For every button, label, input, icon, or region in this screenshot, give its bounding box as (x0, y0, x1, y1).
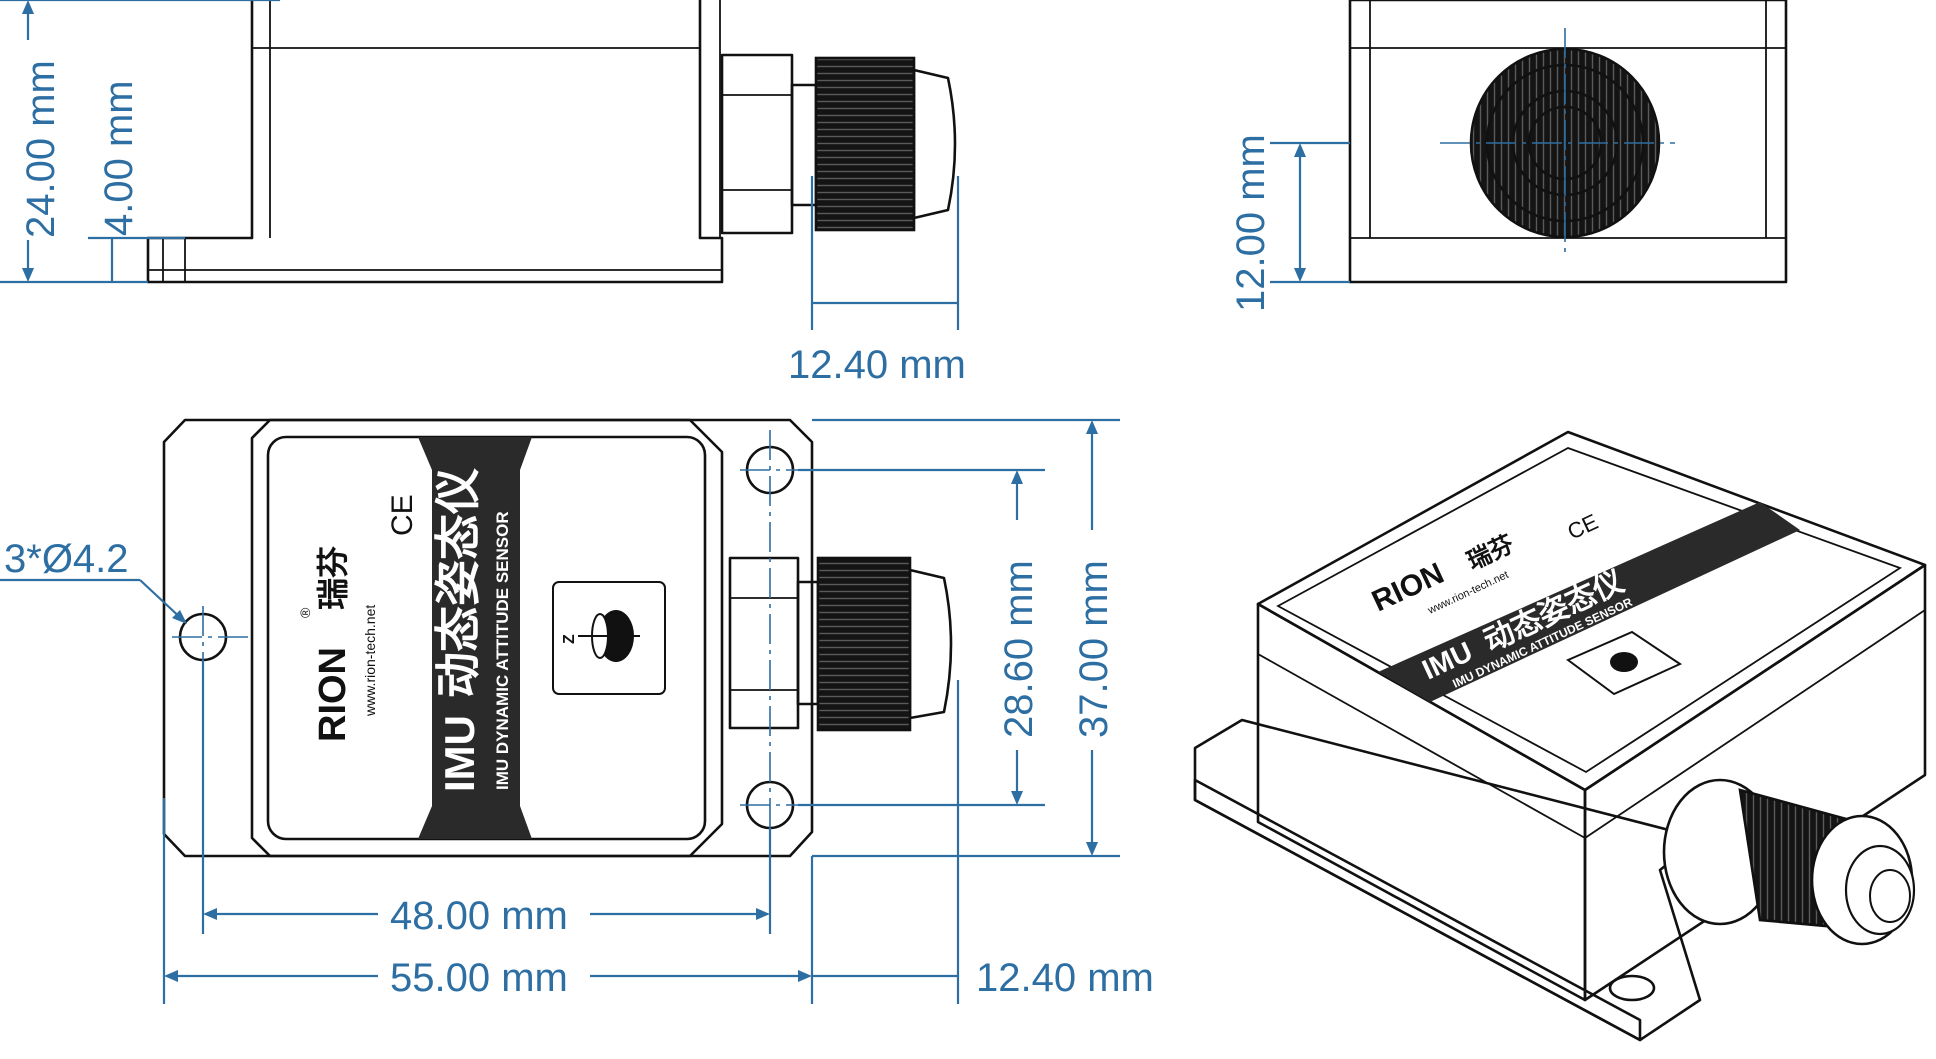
label-website: www.rion-tech.net (362, 605, 378, 717)
dim-label-48mm: 48.00 mm (390, 894, 568, 938)
iso-axis-symbol-icon (1566, 630, 1683, 696)
dim-label-4mm: 4.00 mm (97, 80, 141, 236)
iso-flange (1193, 718, 1702, 1042)
dim-label-24mm: 24.00 mm (19, 60, 63, 238)
end-dimension-height: 12.00 mm (1229, 134, 1350, 312)
label-model: IMU (436, 715, 483, 792)
iso-label-brand-cn: 瑞芬 (1463, 531, 1518, 576)
dim-label-side-12-40mm: 12.40 mm (788, 343, 966, 387)
label-ce-mark: CE (386, 494, 419, 536)
dim-label-28-60mm: 28.60 mm (997, 560, 1041, 738)
top-view-base (162, 418, 814, 858)
iso-body-top (1256, 430, 1927, 792)
top-dimension-hole-spec: 3*Ø4.2 (0, 537, 187, 624)
dim-label-hole-spec: 3*Ø4.2 (4, 537, 129, 581)
label-product-cn: 动态姿态仪 (432, 468, 484, 698)
top-cable-gland (728, 556, 953, 732)
axis-symbol-icon: Z (552, 581, 666, 695)
label-brand: RION (312, 647, 354, 742)
top-dimension-hole-spacing-x: 48.00 mm (201, 660, 772, 938)
side-dimension-flange: 4.00 mm (88, 80, 185, 282)
iso-label-band (1378, 502, 1800, 702)
axis-letter: Z (561, 634, 578, 644)
dim-label-top-12-40mm: 12.40 mm (976, 956, 1154, 1000)
side-view-body (146, 0, 724, 284)
dim-label-55mm: 55.00 mm (390, 956, 568, 1000)
top-dimension-hole-spacing-y: 28.60 mm (798, 468, 1045, 807)
side-cable-gland (720, 53, 957, 235)
label-registered: ® (297, 607, 313, 618)
top-dimension-total-width: 55.00 mm 12.40 mm (162, 680, 1154, 1004)
end-body (1348, 0, 1788, 284)
side-dimension-height: 24.00 mm (0, 0, 280, 284)
isometric-view: IMU 动态姿态仪 IMU DYNAMIC ATTITUDE SENSOR RI… (1193, 430, 1927, 1042)
top-view: IMU 动态姿态仪 IMU DYNAMIC ATTITUDE SENSOR RI… (162, 418, 953, 880)
top-view-lid (250, 418, 724, 858)
dim-label-37mm: 37.00 mm (1072, 560, 1116, 738)
label-product-en: IMU DYNAMIC ATTITUDE SENSOR (493, 511, 512, 790)
label-dark-band (418, 437, 532, 839)
iso-cable-gland (1662, 778, 1916, 946)
iso-mounting-hole (1608, 974, 1656, 1002)
label-brand-cn: 瑞芬 (315, 546, 351, 610)
side-view: 24.00 mm 4.00 mm 12.40 mm (0, 0, 966, 387)
dim-label-12mm: 12.00 mm (1229, 134, 1273, 312)
iso-label-ce-mark: CE (1564, 509, 1602, 545)
top-dimension-total-height: 37.00 mm (812, 418, 1120, 858)
side-dimension-gland: 12.40 mm (788, 176, 966, 387)
end-view: 12.00 mm (1229, 0, 1788, 312)
